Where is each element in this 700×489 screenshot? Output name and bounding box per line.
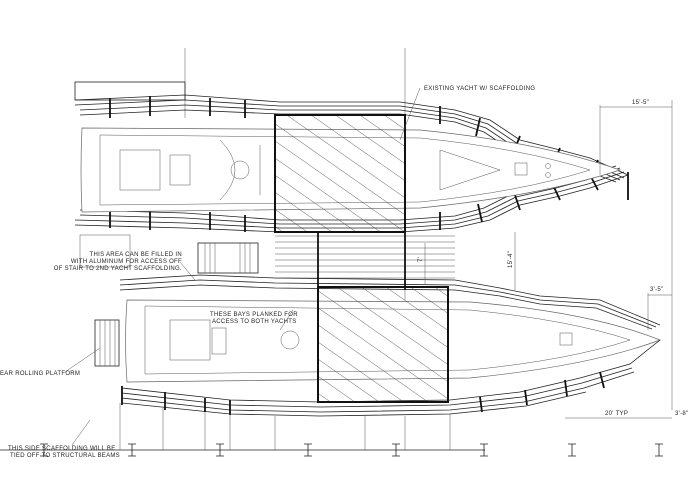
annotations: EXISTING YACHT W/ SCAFFOLDING THIS AREA … bbox=[0, 86, 688, 459]
structural-beams bbox=[40, 443, 663, 457]
dimension-lines bbox=[424, 105, 672, 330]
dimension-beam-spacing: 20' TYP bbox=[605, 411, 628, 417]
leader-lines bbox=[64, 87, 421, 446]
dimension-top-bow: 15'-5" bbox=[632, 100, 649, 106]
existing-yacht-label: EXISTING YACHT W/ SCAFFOLDING bbox=[424, 86, 535, 92]
dimension-lower-bow: 3'-5" bbox=[650, 287, 663, 293]
dimension-small-gap: 7' bbox=[418, 257, 424, 262]
lower-yacht-scaffolding bbox=[119, 339, 661, 450]
side-scaffolding-label-2: TIED OFF TO STRUCTURAL BEAMS bbox=[10, 453, 120, 459]
fill-area-label-2: WITH ALUMINUM FOR ACCESS OFF bbox=[71, 259, 182, 265]
dimension-gap: 15'-4" bbox=[508, 251, 514, 268]
bays-planked-label-2: ACCESS TO BOTH YACHTS bbox=[212, 319, 297, 325]
bays-planked-label-1: THESE BAYS PLANKED FOR bbox=[210, 312, 298, 318]
fill-area-label-1: THIS AREA CAN BE FILLED IN bbox=[90, 252, 183, 258]
rolling-platform-label: EAR ROLLING PLATFORM bbox=[0, 371, 80, 377]
side-scaffolding-label-1: THIS SIDE SCAFFOLDING WILL BE bbox=[8, 446, 116, 452]
hatched-zones bbox=[274, 114, 449, 403]
dimension-end-offset: 3'-8" bbox=[675, 411, 688, 417]
fill-area-label-3: OF STAIR TO 2ND YACHT SCAFFOLDING. bbox=[54, 266, 182, 272]
bridge-scaffolding bbox=[79, 232, 661, 330]
